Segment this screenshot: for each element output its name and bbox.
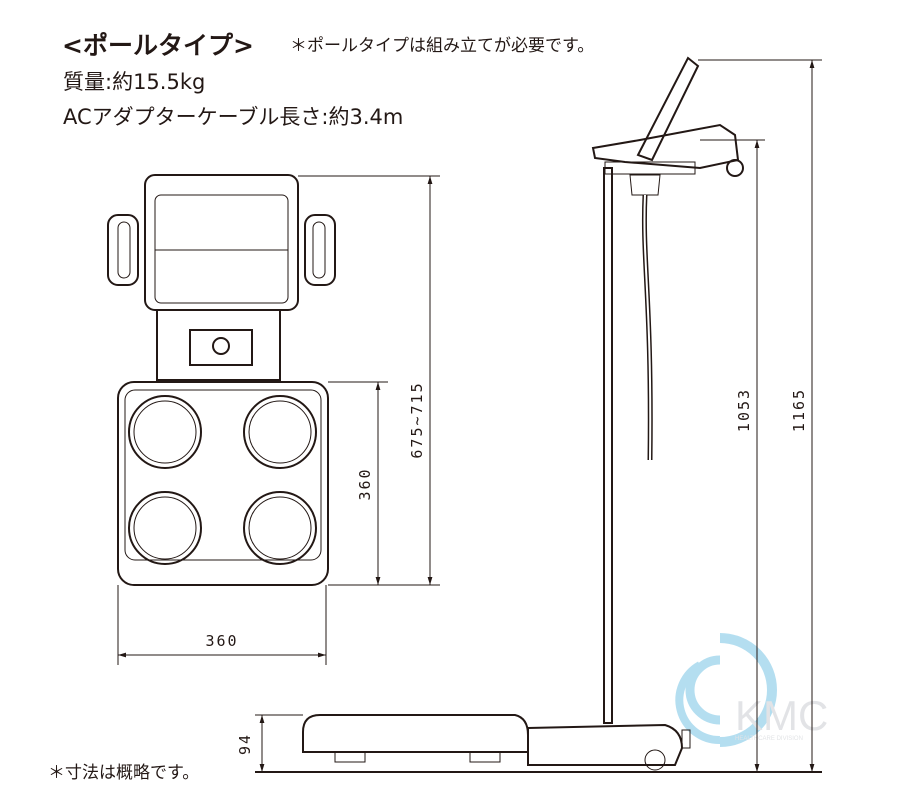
footnote: ＊寸法は概略です。: [48, 763, 200, 783]
kmc-logo: KMC HEALTHCARE DIVISION: [675, 633, 828, 747]
dim-platform-depth: 360: [356, 467, 374, 500]
weight-spec: 質量:約15.5kg: [63, 70, 206, 94]
dim-platform-width: 360: [205, 632, 238, 650]
dim-total-height: 1165: [790, 388, 808, 432]
assembly-note: ＊ポールタイプは組み立てが必要です。: [290, 36, 595, 56]
logo-text: KMC: [735, 692, 828, 739]
side-view: [302, 56, 744, 771]
logo-subtext: HEALTHCARE DIVISION: [735, 736, 803, 742]
dim-platform-height: 94: [236, 733, 254, 755]
dim-display-height: 1053: [735, 388, 753, 432]
top-view: [107, 174, 336, 586]
dim-top-depth: 675~715: [408, 381, 426, 458]
page-title: <ポールタイプ>: [62, 31, 254, 60]
cable-length-spec: ACアダプターケーブル長さ:約3.4m: [63, 105, 404, 129]
